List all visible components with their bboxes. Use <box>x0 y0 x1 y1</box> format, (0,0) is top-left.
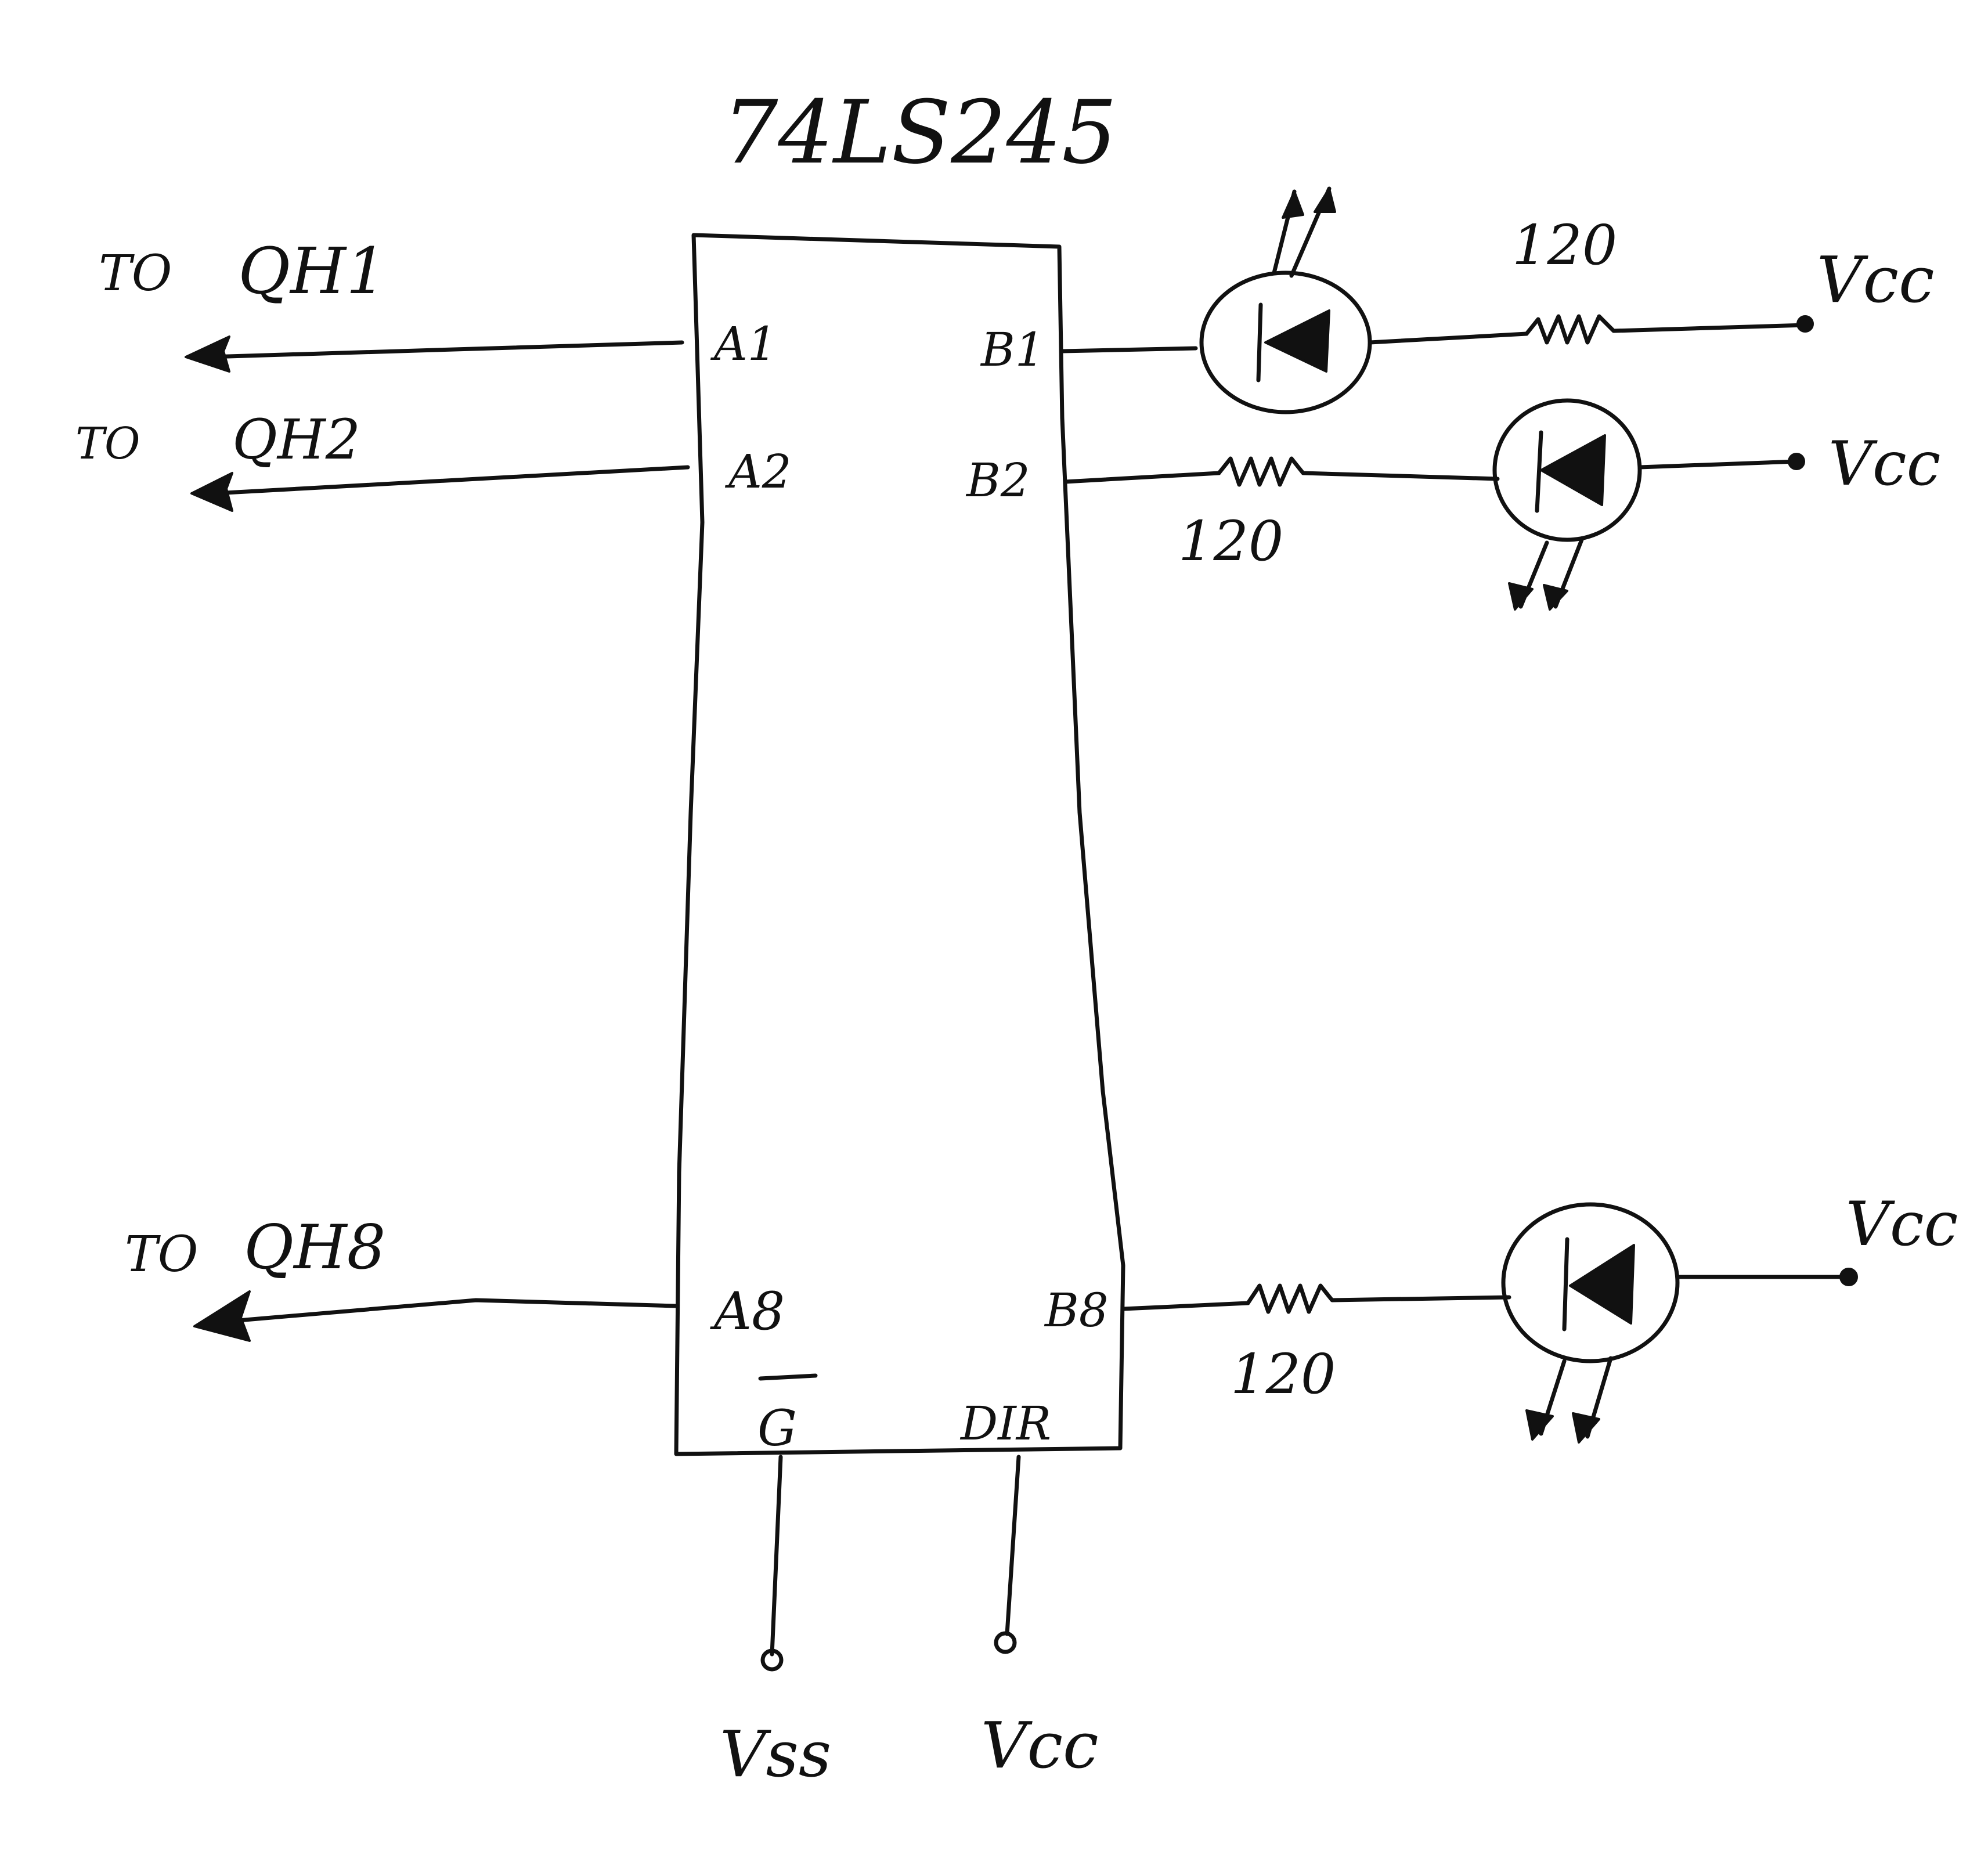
led-2-emission-head-icon <box>1508 582 1568 611</box>
led-1-triangle-icon <box>1264 309 1330 373</box>
led-8-emission-head-icon <box>1525 1409 1600 1444</box>
led-8-triangle-icon <box>1569 1244 1635 1325</box>
label-qh8-prefix: TO <box>125 1226 198 1283</box>
vss-node <box>760 1648 784 1672</box>
led-2 <box>1492 398 1642 611</box>
led-2-cathode <box>1535 430 1543 513</box>
label-r8: 120 <box>1231 1343 1336 1406</box>
label-vcc-1: Vcc <box>1817 243 1935 317</box>
label-r2: 120 <box>1178 510 1283 573</box>
label-r1: 120 <box>1512 214 1617 277</box>
label-qh2-prefix: TO <box>75 418 140 469</box>
led-8-cathode <box>1562 1237 1570 1332</box>
pin-g: G <box>757 1400 797 1457</box>
led-1 <box>1199 186 1372 414</box>
pin-b1: B1 <box>980 323 1045 377</box>
vcc-dir-node <box>994 1631 1017 1654</box>
wire-b8-r8 <box>1121 1301 1250 1311</box>
vcc-node-2 <box>1788 453 1805 470</box>
pin-g-overbar <box>758 1373 818 1381</box>
arrow-qh8-icon <box>193 1290 251 1342</box>
wire-g-vss <box>770 1455 783 1657</box>
resistor-8 <box>1246 1283 1511 1314</box>
led-1-cathode <box>1256 302 1263 383</box>
led-8 <box>1501 1202 1680 1444</box>
wire-led1-r1 <box>1368 331 1529 345</box>
pin-dir: DIR <box>959 1397 1051 1451</box>
wire-a2 <box>212 465 690 496</box>
label-vcc-2: Vcc <box>1828 428 1940 499</box>
led-1-emission-head-icon <box>1282 187 1336 219</box>
wire-a8 <box>236 1298 679 1323</box>
pin-a2: A2 <box>724 445 792 499</box>
label-vss: Vss <box>720 1717 831 1791</box>
chip-title: 74LS245 <box>723 82 1117 183</box>
wire-b2-r2 <box>1063 471 1221 484</box>
arrow-qh1-icon <box>185 335 230 373</box>
vcc-node-1 <box>1796 315 1814 333</box>
label-qh2: QH2 <box>232 408 360 472</box>
wire-b1-led <box>1060 346 1198 353</box>
resistor-1 <box>1524 314 1807 345</box>
wire-dir-vcc <box>1005 1455 1021 1636</box>
arrow-qh2-icon <box>190 472 233 512</box>
label-vcc-dir: Vcc <box>981 1708 1099 1783</box>
label-qh1: QH1 <box>238 234 387 308</box>
pin-a8: A8 <box>710 1281 785 1342</box>
led-2-circle <box>1492 398 1642 542</box>
label-qh1-prefix: TO <box>99 245 172 302</box>
wire-led2-vcc <box>1637 459 1799 470</box>
pin-b8: B8 <box>1044 1283 1109 1337</box>
vcc-node-8 <box>1839 1268 1858 1286</box>
led-2-triangle-icon <box>1540 434 1606 506</box>
resistor-2 <box>1217 456 1500 487</box>
pin-b2: B2 <box>965 453 1030 507</box>
label-vcc-8: Vcc <box>1846 1189 1958 1260</box>
chip-body <box>674 233 1125 1456</box>
label-qh8: QH8 <box>244 1212 385 1283</box>
led-8-circle <box>1501 1202 1680 1363</box>
pin-a1: A1 <box>710 317 777 371</box>
wire-a1 <box>207 340 684 359</box>
